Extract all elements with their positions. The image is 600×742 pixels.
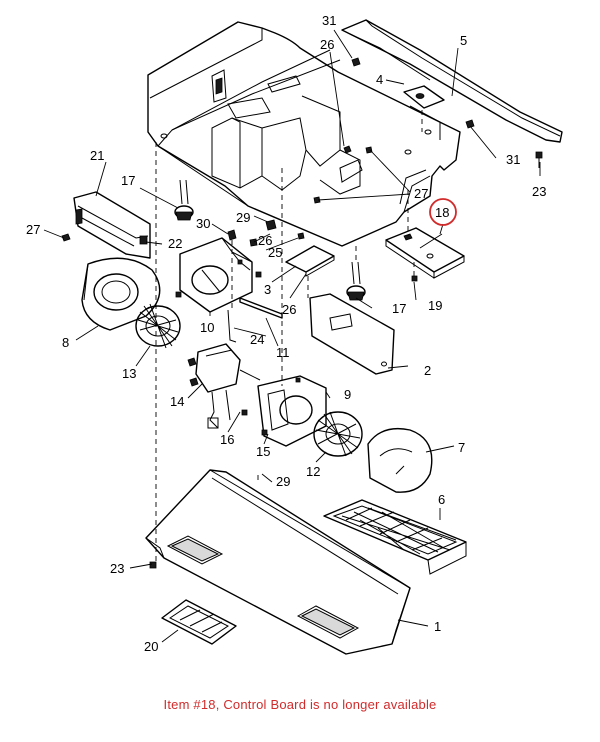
part-17-lamp-socket-right: [346, 261, 418, 301]
alignment-lines: [155, 110, 423, 564]
part-17-lamp-socket-left: [174, 179, 194, 221]
callout-30: 30: [196, 216, 210, 231]
callout-27-right: 27: [414, 186, 428, 201]
callout-10: 10: [200, 320, 214, 335]
callout-24: 24: [250, 332, 264, 347]
callout-26-mid: 26: [258, 233, 272, 248]
part-14-motor: [187, 343, 261, 429]
callout-7: 7: [458, 440, 465, 455]
callout-23-left: 23: [110, 561, 124, 576]
parts-29-30-clips: [227, 219, 305, 247]
screw-fasteners: [149, 57, 543, 569]
part-10-fan-bracket: [175, 237, 262, 313]
callout-2: 2: [424, 363, 431, 378]
callout-29-lower: 29: [276, 474, 290, 489]
callout-25: 25: [268, 245, 282, 260]
part-1-bottom-pan: [145, 469, 411, 655]
callout-labels: 31 26 5 4 31 23 27 18 21 17 27 22 30 29 …: [26, 13, 546, 654]
top-housing: [147, 21, 461, 247]
callout-5: 5: [460, 33, 467, 48]
leader-lines: [43, 29, 541, 643]
callout-13: 13: [122, 366, 136, 381]
part-2-cover-plate: [309, 293, 395, 375]
callout-22: 22: [168, 236, 182, 251]
callout-3: 3: [264, 282, 271, 297]
item-18-highlight-circle: [429, 198, 457, 226]
callout-14: 14: [170, 394, 184, 409]
part-5-trim-strip: [341, 19, 563, 143]
callout-9: 9: [344, 387, 351, 402]
callout-12: 12: [306, 464, 320, 479]
availability-notice: Item #18, Control Board is no longer ava…: [163, 697, 437, 712]
part-11-rod: [227, 297, 283, 343]
part-20-light-lens: [161, 599, 237, 645]
part-6-filter: [323, 499, 467, 575]
part-21-side-bracket: [61, 191, 151, 259]
part-7-blower-housing-right: [367, 427, 433, 493]
callout-26-top: 26: [320, 37, 334, 52]
part-26-plate-upper: [285, 245, 335, 277]
callout-31-top: 31: [322, 13, 336, 28]
callout-1: 1: [434, 619, 441, 634]
callout-6: 6: [438, 492, 445, 507]
part-12-fan-wheel-right: [313, 411, 363, 457]
callout-23-right: 23: [532, 184, 546, 199]
callout-26-lower: 26: [282, 302, 296, 317]
part-13-fan-wheel-left: [135, 303, 181, 349]
callout-21: 21: [90, 148, 104, 163]
callout-16: 16: [220, 432, 234, 447]
callout-11: 11: [276, 345, 290, 360]
callout-27-left: 27: [26, 222, 40, 237]
callout-4: 4: [376, 72, 383, 87]
callout-29-upper: 29: [236, 210, 250, 225]
part-4-bracket: [403, 85, 445, 109]
callout-15: 15: [256, 444, 270, 459]
part-18-control-board: [385, 227, 465, 279]
part-8-blower-housing: [81, 257, 161, 331]
callout-17-left: 17: [121, 173, 135, 188]
callout-31-right: 31: [506, 152, 520, 167]
callout-17-right: 17: [392, 301, 406, 316]
callout-8: 8: [62, 335, 69, 350]
callout-20: 20: [144, 639, 158, 654]
callout-19: 19: [428, 298, 442, 313]
callout-18: 18: [435, 205, 449, 220]
